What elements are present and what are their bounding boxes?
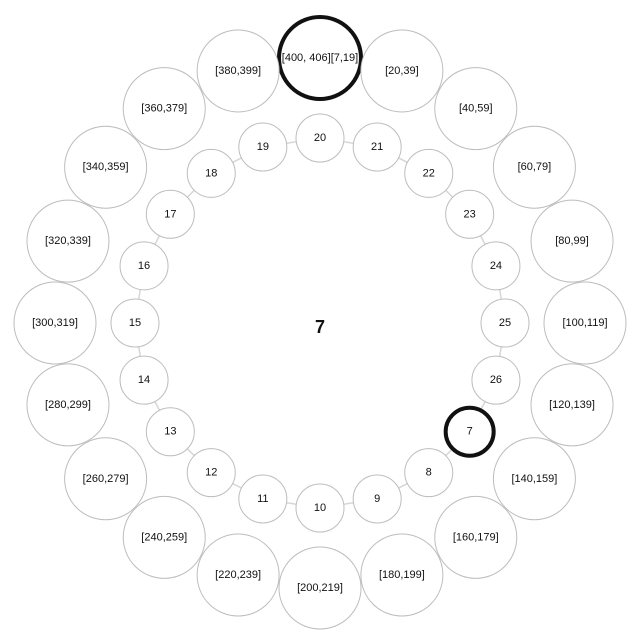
inner-ring-node[interactable]: 19 (238, 122, 288, 172)
inner-ring-node[interactable]: 9 (352, 474, 402, 524)
outer-ring-node-circle[interactable] (434, 67, 518, 151)
outer-ring-node[interactable]: [60,79] (492, 125, 576, 209)
inner-ring-node[interactable]: 11 (238, 474, 288, 524)
inner-ring-node[interactable]: 12 (186, 448, 236, 498)
outer-ring-node-circle[interactable] (530, 199, 614, 283)
inner-ring-node[interactable]: 13 (145, 407, 195, 457)
center-value: 7 (315, 317, 325, 337)
inner-ring-node-circle[interactable] (145, 407, 195, 457)
outer-ring-node-circle[interactable] (277, 15, 363, 101)
outer-ring-node[interactable]: [360,379] (122, 67, 206, 151)
outer-ring-node-circle[interactable] (26, 363, 110, 447)
inner-ring-node[interactable]: 7 (443, 405, 496, 458)
outer-ring-node-circle[interactable] (434, 495, 518, 579)
outer-ring-node-circle[interactable] (530, 363, 614, 447)
inner-ring-node[interactable]: 26 (471, 355, 521, 405)
outer-ring-node[interactable]: [400, 406][7,19] (277, 15, 363, 101)
inner-ring-node-circle[interactable] (352, 474, 402, 524)
inner-ring-node[interactable]: 22 (404, 148, 454, 198)
inner-ring-node[interactable]: 15 (110, 298, 160, 348)
outer-ring-node-circle[interactable] (278, 546, 362, 630)
inner-ring-node[interactable]: 24 (471, 241, 521, 291)
outer-ring-node-circle[interactable] (492, 437, 576, 521)
inner-ring-node[interactable]: 18 (186, 148, 236, 198)
inner-ring-node[interactable]: 21 (352, 122, 402, 172)
inner-ring-node-circle[interactable] (119, 241, 169, 291)
outer-ring-node[interactable]: [180,199] (360, 533, 444, 617)
outer-ring-node-circle[interactable] (64, 437, 148, 521)
outer-ring-node-circle[interactable] (122, 67, 206, 151)
inner-ring-node[interactable]: 16 (119, 241, 169, 291)
outer-ring-node-circle[interactable] (360, 29, 444, 113)
outer-ring-node-circle[interactable] (543, 281, 627, 365)
outer-ring-node[interactable]: [300,319] (13, 281, 97, 365)
inner-ring-node-circle[interactable] (238, 122, 288, 172)
outer-ring-node-circle[interactable] (26, 199, 110, 283)
outer-ring-node[interactable]: [120,139] (530, 363, 614, 447)
outer-ring-node-circle[interactable] (13, 281, 97, 365)
inner-ring-node[interactable]: 8 (404, 448, 454, 498)
outer-ring-node[interactable]: [200,219] (278, 546, 362, 630)
outer-ring-node-circle[interactable] (196, 29, 280, 113)
inner-ring-node-circle[interactable] (352, 122, 402, 172)
outer-ring-node[interactable]: [80,99] (530, 199, 614, 283)
outer-ring-node-circle[interactable] (360, 533, 444, 617)
inner-ring-node-circle[interactable] (404, 148, 454, 198)
inner-ring-node-circle[interactable] (186, 448, 236, 498)
inner-ring-node-circle[interactable] (471, 241, 521, 291)
outer-ring-node[interactable]: [380,399] (196, 29, 280, 113)
outer-ring-node-circle[interactable] (196, 533, 280, 617)
outer-ring-node-circle[interactable] (64, 125, 148, 209)
outer-ring-node[interactable]: [240,259] (122, 495, 206, 579)
outer-ring-node[interactable]: [280,299] (26, 363, 110, 447)
outer-ring-node[interactable]: [40,59] (434, 67, 518, 151)
inner-ring-node-circle[interactable] (145, 189, 195, 239)
inner-ring-node-circle[interactable] (238, 474, 288, 524)
outer-ring-node[interactable]: [140,159] (492, 437, 576, 521)
outer-ring-node[interactable]: [100,119] (543, 281, 627, 365)
inner-ring-node-circle[interactable] (445, 189, 495, 239)
inner-ring-node-circle[interactable] (186, 148, 236, 198)
outer-ring-node[interactable]: [20,39] (360, 29, 444, 113)
inner-ring-node[interactable]: 10 (295, 483, 345, 533)
inner-ring-node-circle[interactable] (480, 298, 530, 348)
inner-ring-node[interactable]: 17 (145, 189, 195, 239)
outer-ring-node[interactable]: [340,359] (64, 125, 148, 209)
inner-ring-node[interactable]: 20 (295, 113, 345, 163)
outer-ring-node[interactable]: [260,279] (64, 437, 148, 521)
inner-ring-node-circle[interactable] (471, 355, 521, 405)
inner-ring-node-circle[interactable] (443, 405, 496, 458)
inner-ring-node[interactable]: 23 (445, 189, 495, 239)
outer-ring-node-circle[interactable] (122, 495, 206, 579)
inner-ring-node-circle[interactable] (295, 483, 345, 533)
inner-ring-node-circle[interactable] (119, 355, 169, 405)
outer-ring-node-circle[interactable] (492, 125, 576, 209)
outer-ring-node[interactable]: [320,339] (26, 199, 110, 283)
inner-ring-node[interactable]: 14 (119, 355, 169, 405)
inner-ring-node-circle[interactable] (404, 448, 454, 498)
inner-ring-node-circle[interactable] (110, 298, 160, 348)
outer-ring-node[interactable]: [220,239] (196, 533, 280, 617)
inner-ring-node[interactable]: 25 (480, 298, 530, 348)
inner-ring-node-circle[interactable] (295, 113, 345, 163)
outer-ring-node[interactable]: [160,179] (434, 495, 518, 579)
